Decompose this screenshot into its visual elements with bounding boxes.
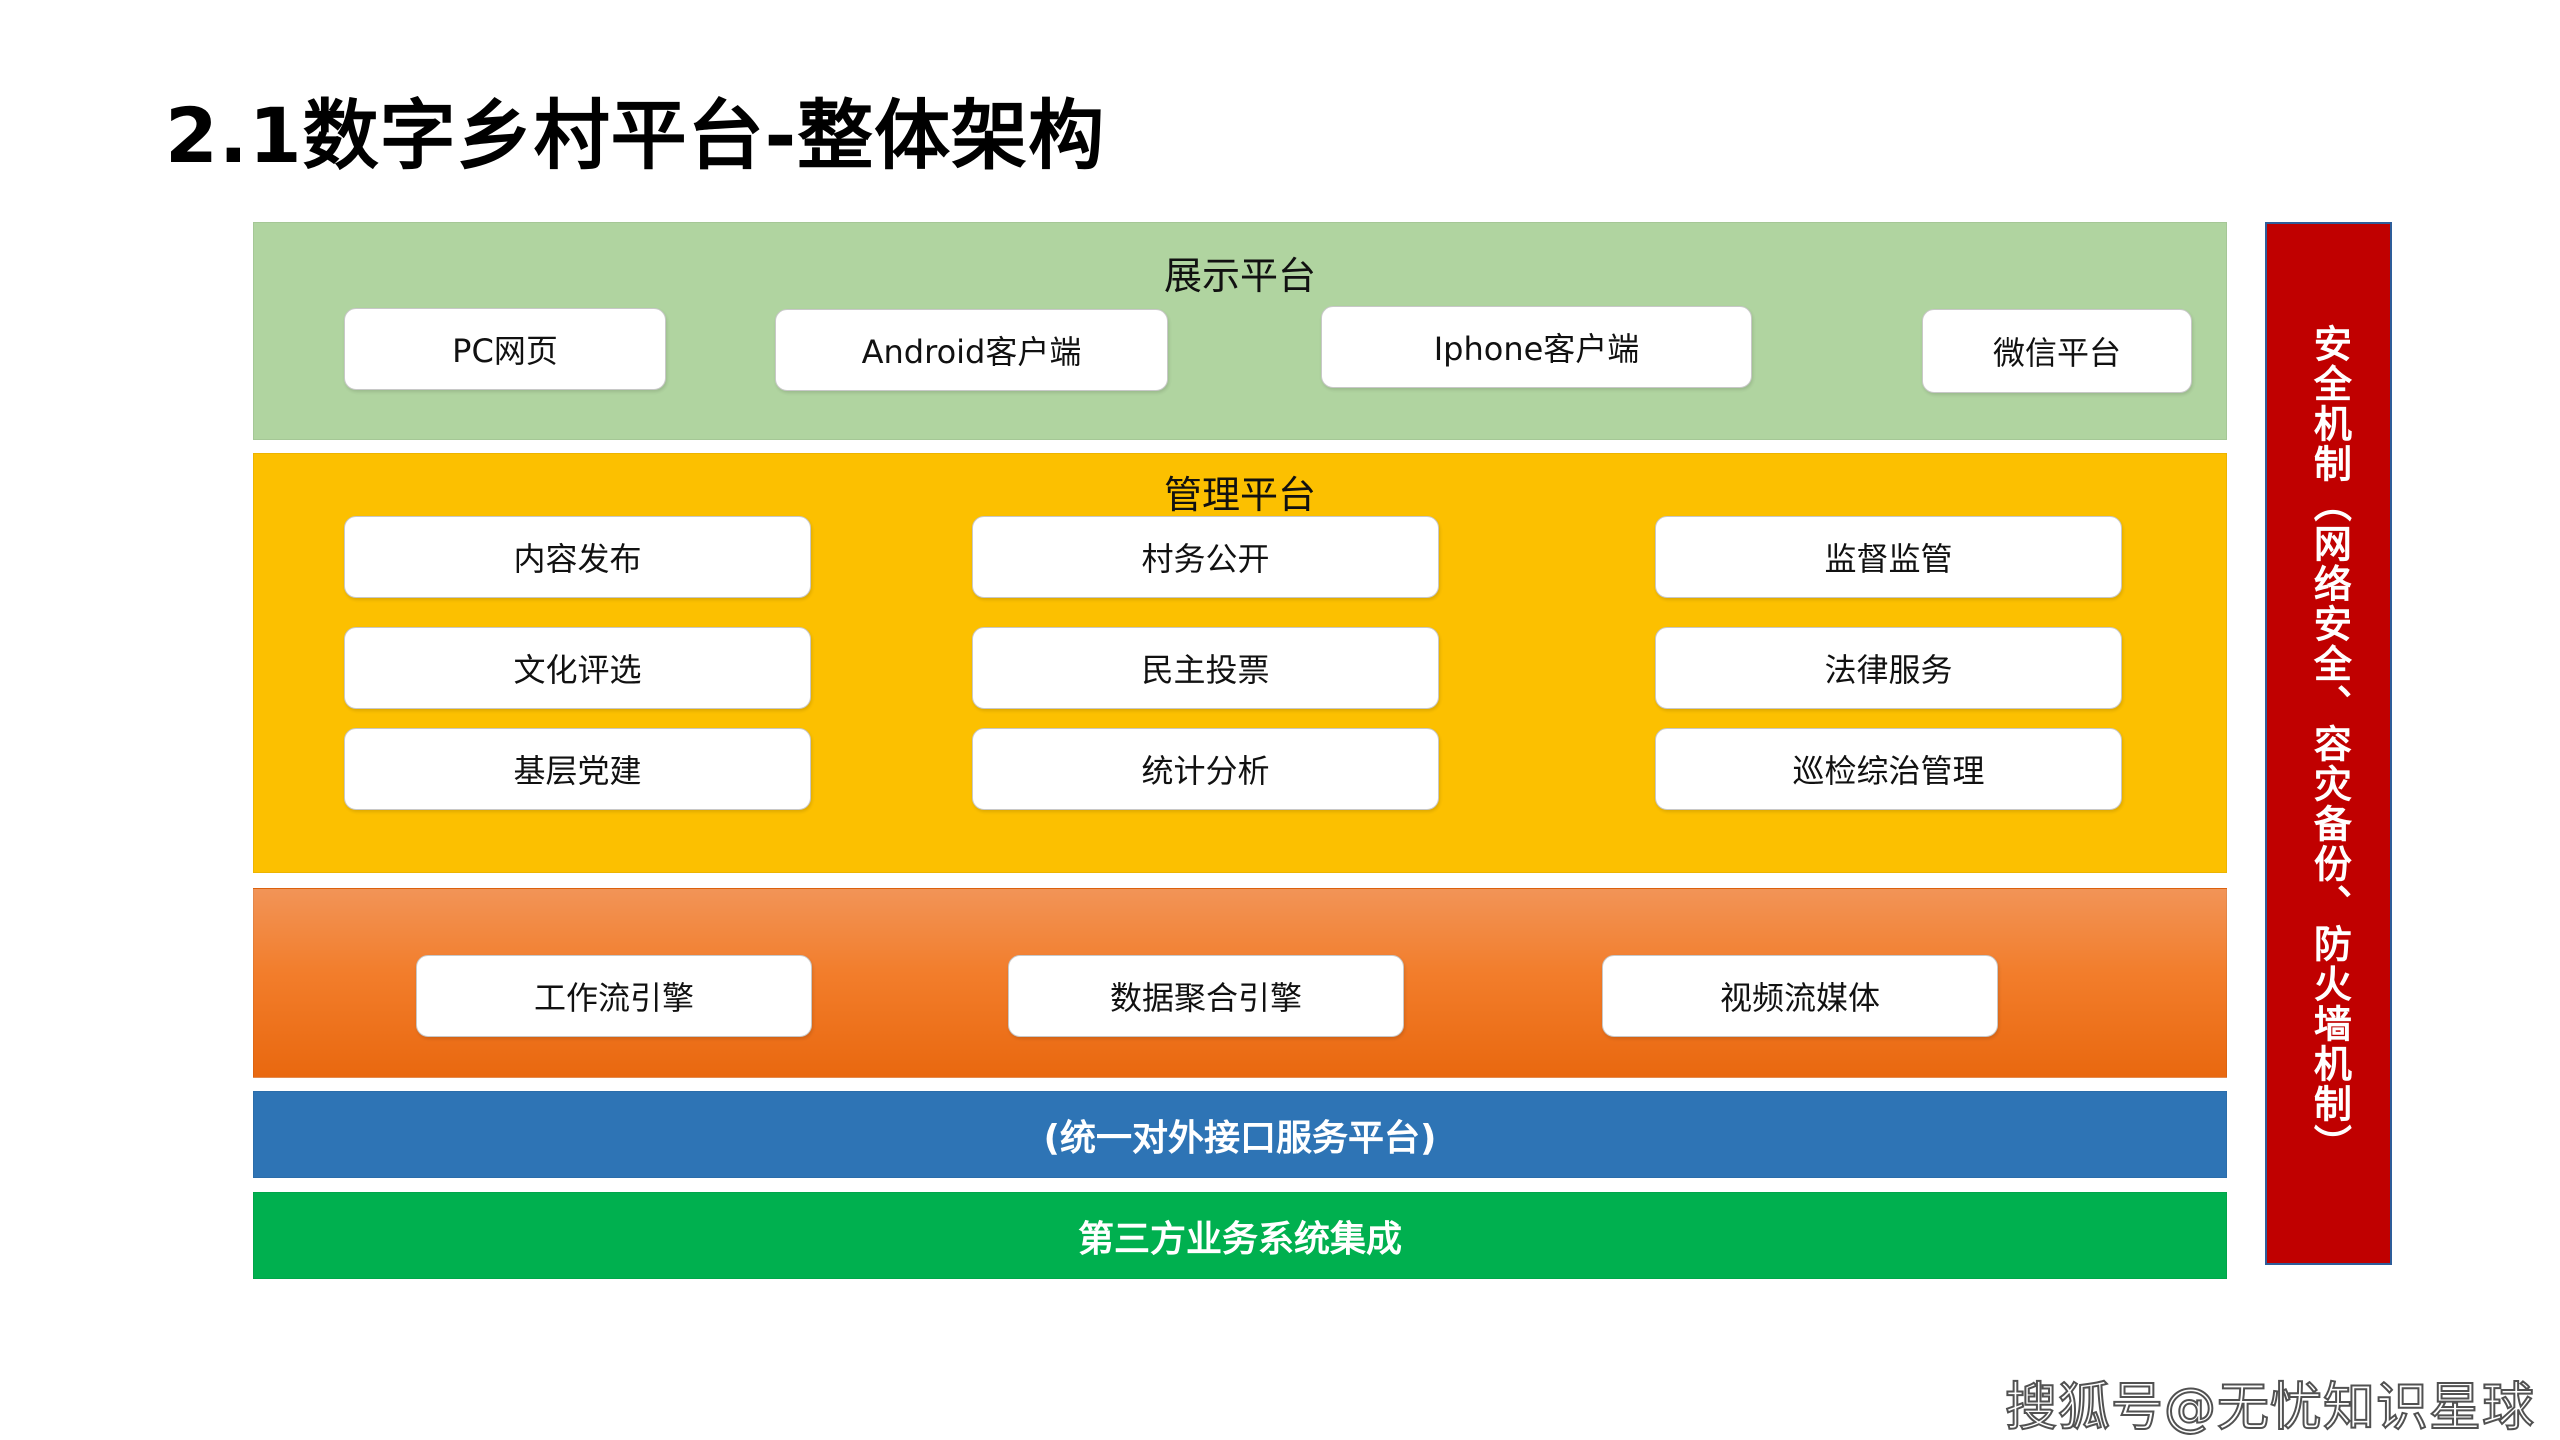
page-title: 2.1数字乡村平台-整体架构 xyxy=(165,91,1106,180)
display-platform-title: 展示平台 xyxy=(1163,254,1316,298)
module-pc-web: PC网页 xyxy=(344,308,666,390)
engine-layer: 工作流引擎 数据聚合引擎 视频流媒体 xyxy=(253,888,2227,1078)
module-data-aggregation-engine: 数据聚合引擎 xyxy=(1008,955,1404,1037)
module-democratic-vote: 民主投票 xyxy=(972,627,1439,709)
module-workflow-engine: 工作流引擎 xyxy=(416,955,812,1037)
module-culture-selection: 文化评选 xyxy=(344,627,811,709)
display-platform-layer: 展示平台 PC网页 Android客户端 Iphone客户端 微信平台 xyxy=(253,222,2227,440)
module-video-streaming: 视频流媒体 xyxy=(1602,955,1998,1037)
third-party-band: 第三方业务系统集成 xyxy=(253,1192,2227,1279)
third-party-label: 第三方业务系统集成 xyxy=(1077,1218,1402,1260)
module-village-affairs: 村务公开 xyxy=(972,516,1439,598)
interface-platform-label: (统一对外接口服务平台) xyxy=(1043,1117,1437,1159)
module-party-building: 基层党建 xyxy=(344,728,811,810)
management-platform-title: 管理平台 xyxy=(1163,473,1316,517)
module-supervision: 监督监管 xyxy=(1655,516,2122,598)
management-platform-layer: 管理平台 内容发布 村务公开 监督监管 文化评选 民主投票 法律服务 基层党建 … xyxy=(253,453,2227,873)
module-statistics: 统计分析 xyxy=(972,728,1439,810)
watermark: 搜狐号@无忧知识星球 xyxy=(2004,1377,2536,1439)
module-legal-service: 法律服务 xyxy=(1655,627,2122,709)
module-wechat-platform: 微信平台 xyxy=(1922,309,2192,393)
module-patrol-management: 巡检综治管理 xyxy=(1655,728,2122,810)
security-mechanism-label: 安全机制（网络安全、容灾备份、防火墙机制） xyxy=(2307,323,2352,1164)
interface-platform-band: (统一对外接口服务平台) xyxy=(253,1091,2227,1178)
security-mechanism-bar: 安全机制（网络安全、容灾备份、防火墙机制） xyxy=(2265,222,2392,1265)
module-android-client: Android客户端 xyxy=(775,309,1168,391)
module-iphone-client: Iphone客户端 xyxy=(1321,306,1752,388)
module-content-publish: 内容发布 xyxy=(344,516,811,598)
